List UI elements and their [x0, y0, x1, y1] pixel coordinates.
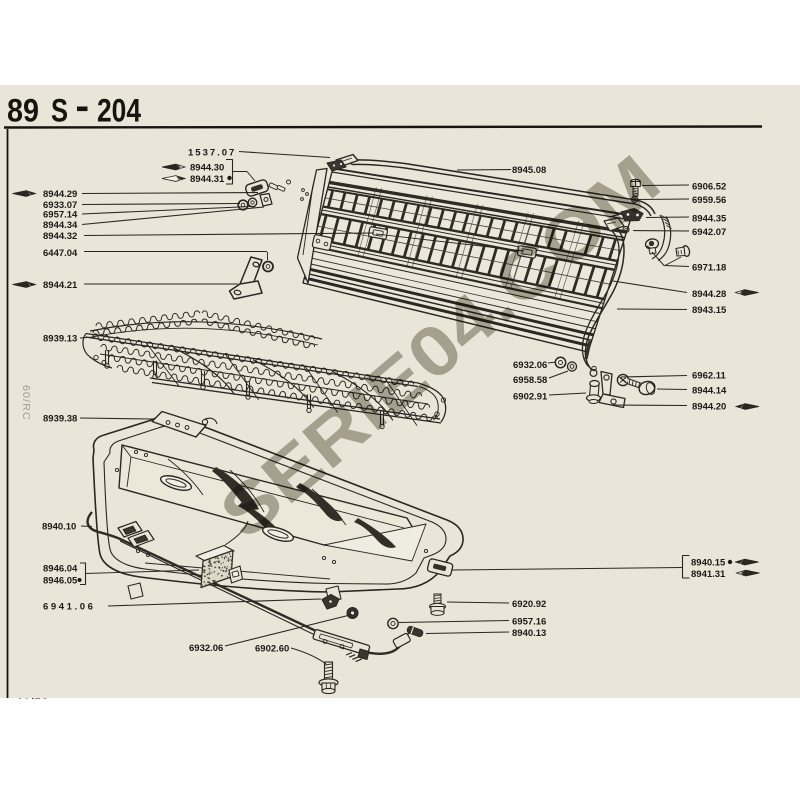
- svg-text:6932.06: 6932.06: [513, 360, 547, 371]
- svg-text:6957.14: 6957.14: [43, 210, 78, 221]
- svg-text:8940.15: 8940.15: [691, 558, 726, 569]
- svg-text:8944.32: 8944.32: [43, 231, 77, 242]
- svg-text:8946.05: 8946.05: [43, 576, 78, 587]
- svg-text:6957.16: 6957.16: [512, 617, 546, 628]
- svg-text:8940.13: 8940.13: [512, 628, 546, 639]
- svg-text:6933.07: 6933.07: [43, 200, 77, 211]
- svg-text:60/RC: 60/RC: [20, 385, 32, 421]
- svg-text:8944.21: 8944.21: [43, 280, 78, 291]
- svg-text:8944.31: 8944.31: [190, 174, 225, 185]
- svg-text:8944.30: 8944.30: [190, 163, 224, 174]
- svg-text:6971.18: 6971.18: [692, 263, 726, 274]
- svg-text:204: 204: [97, 93, 141, 129]
- svg-text:6958.58: 6958.58: [513, 375, 547, 386]
- svg-text:S: S: [51, 93, 68, 129]
- svg-text:8944.28: 8944.28: [692, 289, 726, 300]
- svg-text:6920.92: 6920.92: [512, 599, 546, 610]
- svg-text:8946.04: 8946.04: [43, 564, 78, 575]
- svg-text:8943.15: 8943.15: [692, 305, 727, 316]
- svg-text:8939.38: 8939.38: [43, 414, 77, 425]
- svg-text:6942.07: 6942.07: [692, 227, 726, 238]
- svg-text:8944.14: 8944.14: [692, 386, 727, 397]
- svg-text:6932.06: 6932.06: [189, 643, 223, 654]
- svg-text:8944.29: 8944.29: [43, 189, 77, 200]
- svg-text:8944.20: 8944.20: [692, 402, 726, 413]
- svg-text:6906.52: 6906.52: [692, 182, 726, 193]
- svg-text:8944.35: 8944.35: [692, 214, 727, 225]
- svg-text:8940.10: 8940.10: [42, 522, 76, 533]
- svg-text:1537.07: 1537.07: [188, 148, 236, 159]
- svg-text:6959.56: 6959.56: [692, 195, 726, 206]
- svg-text:6902.91: 6902.91: [513, 392, 548, 403]
- svg-text:89: 89: [7, 93, 39, 129]
- svg-text:6962.11: 6962.11: [692, 371, 727, 382]
- svg-text:8945.08: 8945.08: [512, 165, 546, 176]
- svg-text:6941.06: 6941.06: [43, 602, 96, 613]
- svg-text:8939.13: 8939.13: [43, 334, 77, 345]
- svg-text:6447.04: 6447.04: [43, 248, 78, 259]
- svg-text:8941.31: 8941.31: [691, 569, 726, 580]
- svg-text:6902.60: 6902.60: [255, 644, 289, 655]
- svg-text:8944.34: 8944.34: [43, 220, 78, 231]
